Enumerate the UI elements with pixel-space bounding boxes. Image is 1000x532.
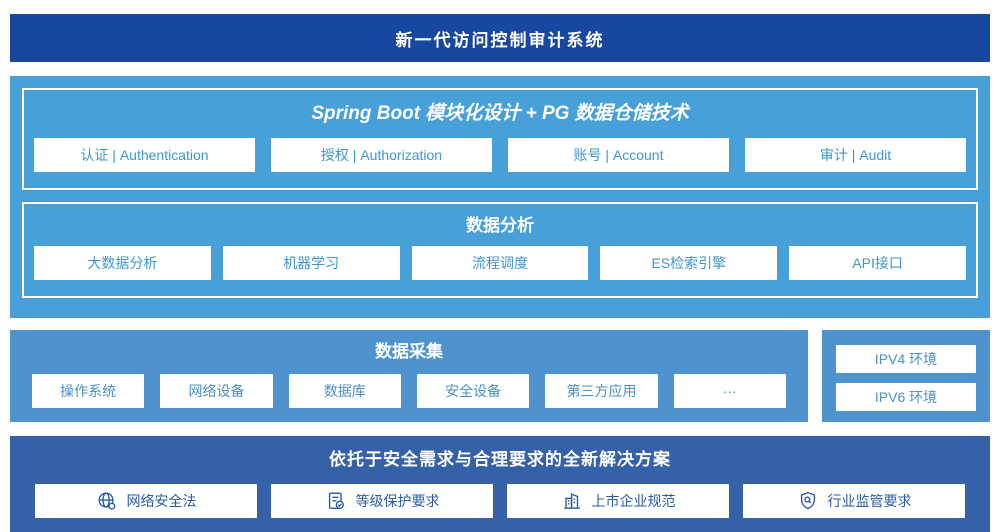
collection-section: 数据采集 操作系统 网络设备 数据库 安全设备 第三方应用 ··· (10, 330, 808, 422)
solution-industry-regulation: 行业监管要求 (743, 484, 965, 518)
building-icon (561, 490, 583, 512)
source-security-device: 安全设备 (416, 374, 530, 408)
solution-items: 网络安全法 等级保护要求 (35, 484, 965, 518)
solution-item-label: 行业监管要求 (827, 493, 912, 509)
analysis-title: 数据分析 (466, 216, 534, 235)
platform-section: Spring Boot 模块化设计 + PG 数据仓储技术 认证 | Authe… (10, 76, 990, 318)
source-database: 数据库 (288, 374, 401, 408)
network-env-section: IPV4 环境 IPV6 环境 (822, 330, 990, 422)
module-authentication: 认证 | Authentication (34, 138, 255, 172)
page-title: 新一代访问控制审计系统 (10, 14, 990, 62)
source-network-device: 网络设备 (160, 374, 273, 408)
architecture-group: Spring Boot 模块化设计 + PG 数据仓储技术 认证 | Authe… (22, 88, 978, 190)
module-bigdata: 大数据分析 (34, 246, 211, 280)
source-more: ··· (673, 374, 786, 408)
solution-listed-company: 上市企业规范 (507, 484, 729, 518)
architecture-title: Spring Boot 模块化设计 + PG 数据仓储技术 (311, 103, 689, 124)
solution-section: 依托于安全需求与合理要求的全新解决方案 网络安全法 (10, 436, 990, 532)
module-workflow: 流程调度 (411, 246, 589, 280)
collection-title: 数据采集 (375, 342, 443, 361)
globe-icon (96, 490, 118, 512)
module-authorization: 授权 | Authorization (271, 138, 492, 172)
analysis-group: 数据分析 大数据分析 机器学习 流程调度 ES检索引擎 API接口 (22, 202, 978, 298)
module-audit: 审计 | Audit (745, 138, 966, 172)
middle-row: 数据采集 操作系统 网络设备 数据库 安全设备 第三方应用 ··· IPV4 环… (10, 330, 990, 422)
module-machine-learning: 机器学习 (222, 246, 400, 280)
solution-cybersecurity-law: 网络安全法 (35, 484, 257, 518)
architecture-modules: 认证 | Authentication 授权 | Authorization 账… (34, 138, 966, 172)
source-third-party: 第三方应用 (545, 374, 658, 408)
env-ipv4: IPV4 环境 (836, 345, 976, 373)
env-ipv6: IPV6 环境 (836, 383, 976, 411)
module-account: 账号 | Account (508, 138, 729, 172)
solution-item-label: 上市企业规范 (591, 493, 676, 509)
collection-modules: 操作系统 网络设备 数据库 安全设备 第三方应用 ··· (32, 374, 786, 408)
shield-search-icon (797, 490, 819, 512)
solution-item-label: 等级保护要求 (355, 493, 440, 509)
solution-title: 依托于安全需求与合理要求的全新解决方案 (329, 450, 671, 469)
analysis-modules: 大数据分析 机器学习 流程调度 ES检索引擎 API接口 (34, 246, 966, 280)
module-api: API接口 (789, 246, 966, 280)
module-es-search: ES检索引擎 (600, 246, 778, 280)
solution-classified-protection: 等级保护要求 (271, 484, 493, 518)
solution-item-label: 网络安全法 (126, 493, 197, 509)
document-check-icon (325, 490, 347, 512)
source-os: 操作系统 (32, 374, 145, 408)
